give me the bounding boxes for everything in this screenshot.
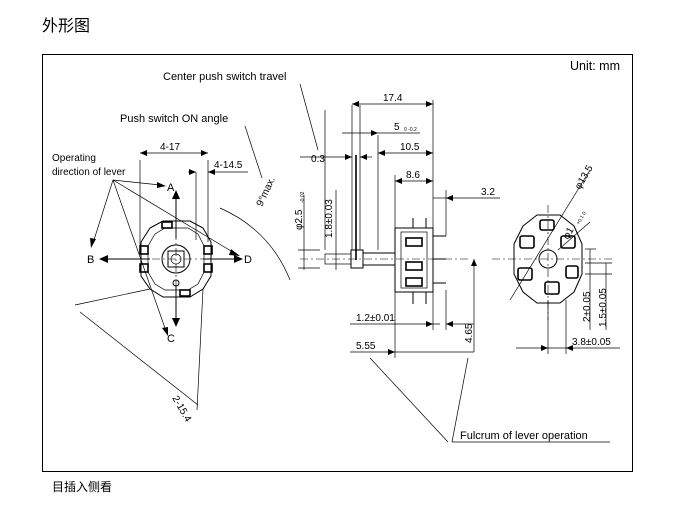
dim-0-3: 0.3 — [311, 154, 325, 165]
dim-4-14-5: 4-14.5 — [214, 160, 243, 171]
dim-10-5-arrow-right — [426, 150, 433, 156]
dim-5-tolerance: 0 -0.2 — [404, 127, 417, 133]
side-view: 17.4 5 0 -0.2 0.3 Center push switch tra… — [163, 71, 610, 443]
dim-phi13-5: φ13.5 — [573, 163, 596, 191]
unit-label: Unit: mm — [570, 59, 620, 73]
terminal-top — [161, 221, 173, 229]
terminal-right-bottom — [203, 263, 213, 273]
dim-4-17-arrow-right — [201, 150, 208, 156]
fulcrum-leader-2 — [451, 357, 469, 443]
rear-terminal-1 — [519, 235, 535, 249]
ext-2-15-4-a — [74, 288, 151, 306]
dim-3-8: 3.8±0.05 — [572, 337, 611, 348]
dim-5-55: 5.55 — [356, 341, 376, 352]
center-push-travel-leader — [299, 83, 319, 151]
dim-4-17-arrow-left — [140, 150, 147, 156]
drawing-frame — [42, 54, 633, 472]
leader-a-head — [157, 182, 166, 188]
rear-view: φ13.5 φ1 +0.1 0 1.5±0.05 2±0.05 3.8±0.05 — [492, 163, 620, 354]
arrow-c-head — [172, 318, 180, 327]
terminal-left-top — [139, 245, 149, 255]
dim-phi1-tolerance: +0.1 0 — [576, 211, 588, 226]
rear-terminal-2 — [560, 235, 576, 249]
direction-b-label: B — [87, 254, 94, 266]
dim-5: 5 — [394, 122, 400, 133]
dim-1-5: 1.5±0.05 — [598, 288, 609, 327]
dim-5-arrow-left — [371, 130, 378, 136]
rear-terminal-5 — [565, 265, 579, 279]
dim-17-4: 17.4 — [383, 93, 403, 104]
dim-4-65-arrow — [471, 259, 477, 266]
dim-17-4-arrow-left — [352, 101, 359, 107]
dim-4-65: 4.65 — [464, 323, 475, 343]
dim-8-6-arrow-right — [426, 178, 433, 184]
rear-body-outline — [513, 214, 583, 304]
dim-4-14-5-arrow-left — [189, 169, 196, 175]
dim-phi1: φ1 — [561, 225, 577, 241]
dim-1-2-arrow-left — [426, 321, 433, 327]
push-on-angle-leader — [244, 125, 263, 179]
fulcrum-label: Fulcrum of lever operation — [460, 430, 588, 442]
leader-to-c — [112, 179, 167, 332]
dim-10-5: 10.5 — [400, 142, 420, 153]
page-caption: 目插入侧看 — [52, 480, 113, 494]
rear-terminal-4 — [544, 281, 560, 295]
dim-3-2: 3.2 — [481, 187, 495, 198]
dim-3-2-arrow — [446, 195, 453, 201]
dim-5-55-arrow — [388, 349, 395, 355]
leader-c-head — [162, 327, 168, 336]
dim-8-6: 8.6 — [406, 170, 420, 181]
dim-1-8: 1.8±0.03 — [324, 199, 335, 238]
arrow-a-head — [172, 190, 180, 199]
leader-to-d — [112, 179, 237, 255]
side-body — [394, 227, 434, 293]
dim-phi13-5-line — [509, 169, 591, 301]
dim-10-5-arrow-left — [378, 150, 385, 156]
leader-to-b — [92, 179, 114, 244]
leader-d-head — [229, 249, 240, 256]
direction-d-label: D — [244, 254, 252, 266]
fulcrum-leader-1 — [369, 357, 449, 443]
side-terminal-2 — [405, 261, 423, 271]
front-view: A B C D Operating direction of lever 4-1… — [52, 113, 291, 424]
arrow-d-head — [234, 255, 243, 263]
arrow-b-head — [99, 255, 108, 263]
dim-0-3-arrow-right — [360, 154, 367, 160]
ext-2-15-4-b — [196, 288, 204, 411]
leader-b-head — [90, 238, 96, 248]
terminal-bottom — [179, 289, 191, 297]
dim-2: 2±0.05 — [582, 291, 593, 322]
dim-8-6-arrow-left — [395, 178, 402, 184]
page-title: 外形图 — [42, 16, 91, 35]
dim-2-15-4-line — [79, 311, 199, 406]
dim-phi2-5: φ2.5 — [294, 209, 305, 230]
angle-arc-9max — [219, 207, 291, 281]
direction-a-label: A — [167, 182, 175, 194]
direction-c-label: C — [167, 333, 175, 345]
push-on-angle-label: Push switch ON angle — [120, 113, 228, 125]
dim-1-2: 1.2±0.01 — [356, 313, 395, 324]
center-push-travel-label: Center push switch travel — [163, 71, 287, 83]
operating-direction-line2: direction of lever — [52, 167, 126, 178]
dim-4-14-5-arrow-right — [208, 169, 215, 175]
dim-0-3-arrow-left — [345, 154, 352, 160]
side-terminal-1 — [405, 237, 423, 247]
terminal-right-top — [203, 245, 213, 255]
dim-4-17: 4-17 — [160, 142, 180, 153]
dim-9-max: 9°max. — [255, 175, 278, 208]
terminal-left-bottom — [139, 263, 149, 273]
dim-3-8-arrow-left — [541, 345, 548, 351]
leader-to-a — [112, 179, 161, 186]
dim-phi2-5-tolerance: -0.02 — [300, 191, 306, 203]
side-body-inner — [400, 231, 428, 289]
rear-terminal-6 — [539, 219, 555, 231]
dim-3-8-arrow-right — [566, 345, 573, 351]
dim-17-4-arrow-right — [426, 101, 433, 107]
rear-terminal-3 — [517, 267, 533, 281]
dim-phi1-leader — [557, 221, 591, 251]
operating-direction-line1: Operating — [52, 153, 96, 164]
side-terminal-3 — [405, 277, 423, 287]
